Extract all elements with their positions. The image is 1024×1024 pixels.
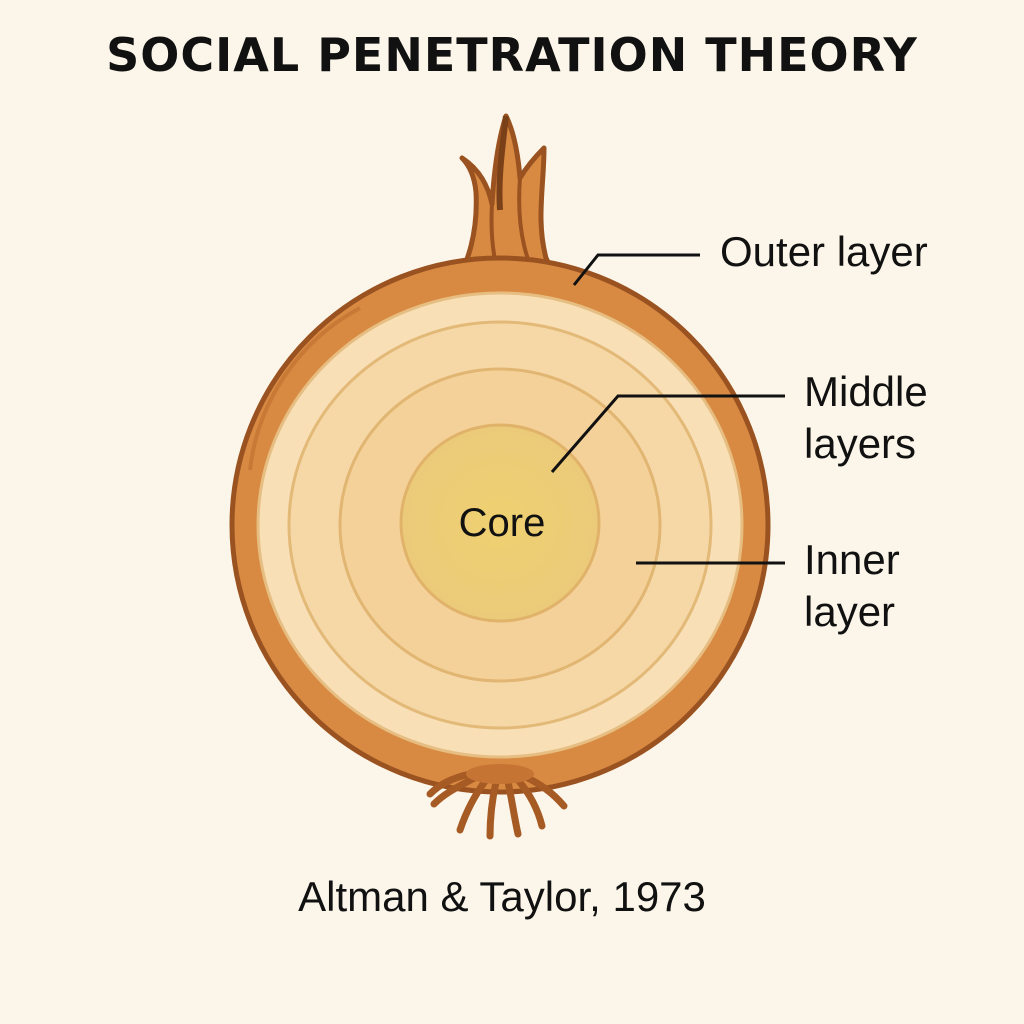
diagram-title: SOCIAL PENETRATION THEORY (106, 28, 918, 82)
middle-layers-label: Middle layers (804, 368, 928, 467)
leader-line-outer (572, 253, 700, 286)
leader-line-middle (550, 394, 785, 473)
inner-layer-label: Inner layer (804, 536, 900, 635)
citation: Altman & Taylor, 1973 (298, 873, 706, 920)
core-circle (399, 423, 601, 623)
outer-layer-label: Outer layer (720, 228, 928, 275)
core-label: Core (458, 501, 546, 545)
root-base (466, 764, 534, 784)
